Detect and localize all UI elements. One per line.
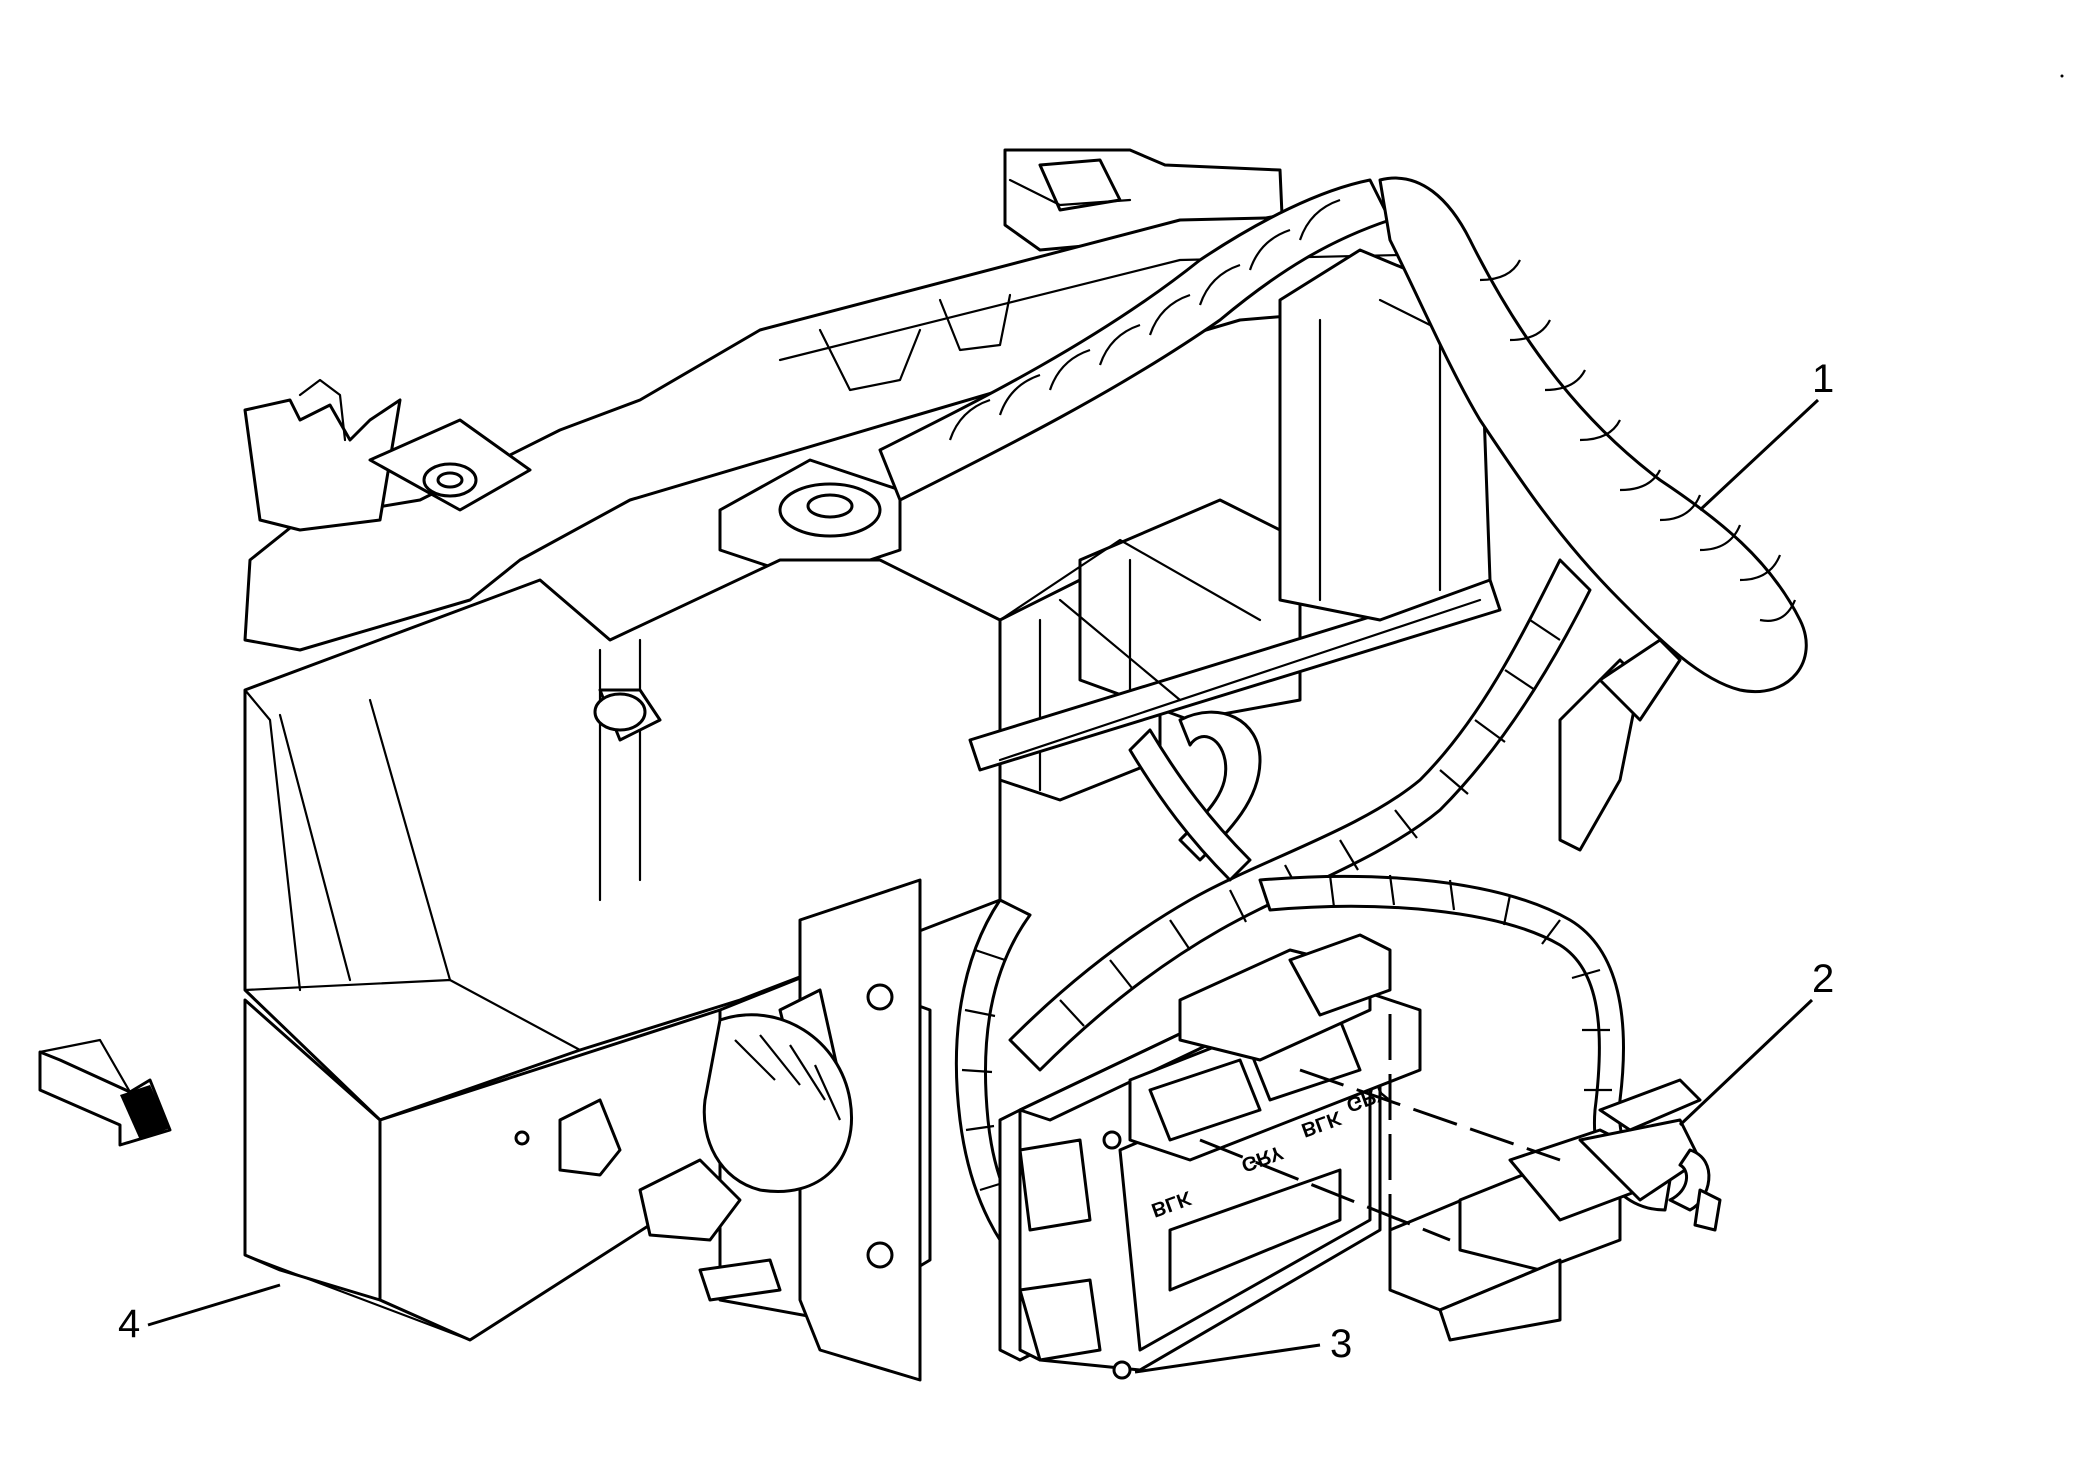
control-module: BLK GRY BLK GRY bbox=[998, 933, 1422, 1380]
forward-arrow-icon bbox=[38, 1038, 172, 1147]
callout-3: 3 bbox=[1134, 1322, 1352, 1374]
alignment-dashes bbox=[1199, 1010, 1561, 1242]
callout-1-label: 1 bbox=[1812, 357, 1834, 401]
callout-4: 4 bbox=[118, 1283, 281, 1346]
callout-2-label: 2 bbox=[1812, 957, 1834, 1001]
callout-3-label: 3 bbox=[1330, 1322, 1352, 1366]
callout-2: 2 bbox=[1678, 957, 1834, 1127]
wiring-harness bbox=[702, 176, 1808, 1292]
callout-1: 1 bbox=[1698, 357, 1834, 512]
speck bbox=[2060, 74, 2064, 78]
electrical-connector bbox=[1388, 1078, 1722, 1342]
callout-4-label: 4 bbox=[118, 1302, 140, 1346]
